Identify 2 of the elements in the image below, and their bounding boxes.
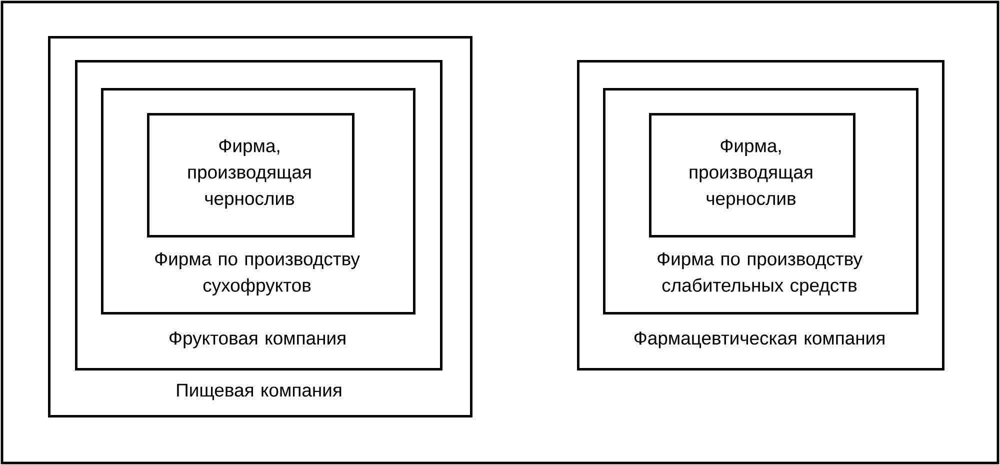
firm-box: Фирма, производящая чернослив [147,113,354,238]
firm-box: Фирма, производящая чернослив [649,113,856,238]
